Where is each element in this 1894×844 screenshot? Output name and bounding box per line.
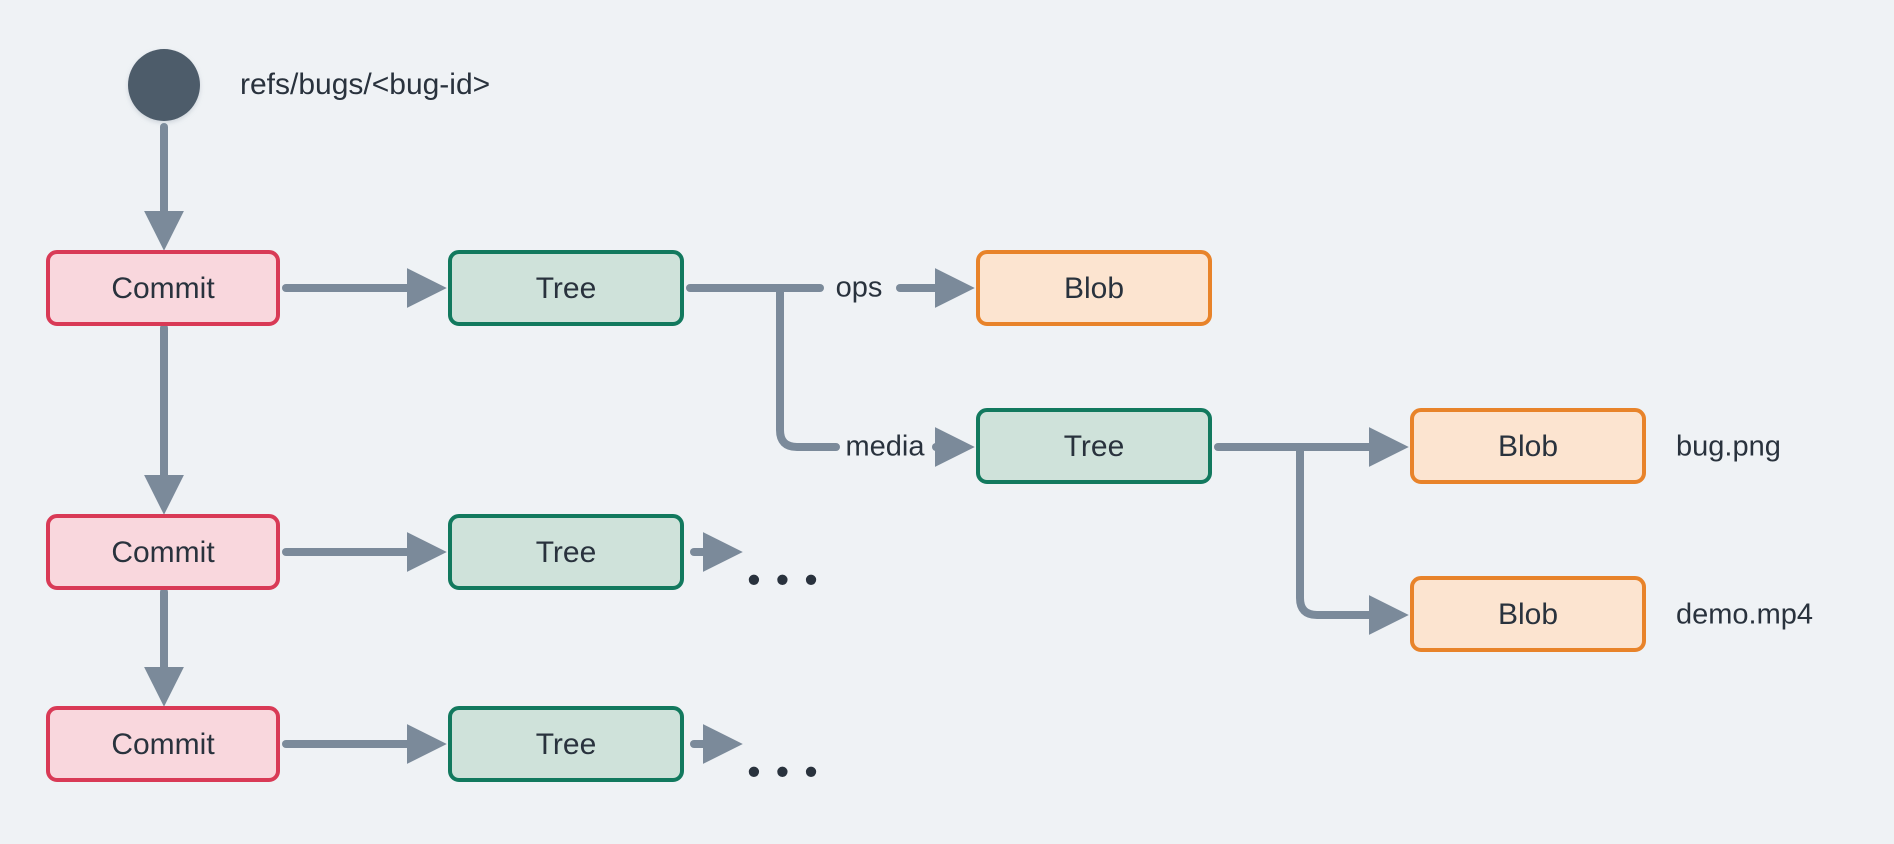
blob-bug-png-label: Blob	[1498, 430, 1558, 463]
blob-bug-png-filename: bug.png	[1676, 431, 1781, 463]
node-tree-2[interactable]: Tree	[448, 514, 684, 590]
ref-pointer-circle-icon[interactable]	[128, 49, 200, 121]
tree-3-box[interactable]	[448, 706, 684, 782]
node-blob-demo-mp4[interactable]: Blob	[1410, 576, 1646, 652]
blob-ops-box[interactable]	[976, 250, 1212, 326]
node-tree-3[interactable]: Tree	[448, 706, 684, 782]
tree-1-box[interactable]	[448, 250, 684, 326]
commit-3-label: Commit	[111, 728, 215, 761]
tree-media-box[interactable]	[976, 408, 1212, 484]
node-commit-3[interactable]: Commit	[46, 706, 280, 782]
node-blob-ops[interactable]: Blob	[976, 250, 1212, 326]
node-commit-2[interactable]: Commit	[46, 514, 280, 590]
node-blob-bug-png[interactable]: Blob	[1410, 408, 1646, 484]
ref-pointer-label: refs/bugs/<bug-id>	[240, 68, 490, 101]
edge-tree-1-branch-down-to-media	[776, 284, 840, 451]
node-tree-media[interactable]: Tree	[976, 408, 1212, 484]
node-commit-1[interactable]: Commit	[46, 250, 280, 326]
tree-media-label: Tree	[1064, 430, 1125, 463]
blob-demo-mp4-box[interactable]	[1410, 576, 1646, 652]
commit-1-box[interactable]	[46, 250, 280, 326]
edge-layer	[144, 123, 1409, 764]
edge-tree-media-to-blob-demo-mp4	[1296, 443, 1409, 635]
ellipsis-after-tree-3: • • •	[748, 751, 821, 792]
commit-1-label: Commit	[111, 272, 215, 305]
ref-pointer-node[interactable]	[128, 49, 200, 121]
tree-2-box[interactable]	[448, 514, 684, 590]
blob-bug-png-box[interactable]	[1410, 408, 1646, 484]
blob-demo-mp4-filename: demo.mp4	[1676, 599, 1813, 631]
node-tree-1[interactable]: Tree	[448, 250, 684, 326]
commit-3-box[interactable]	[46, 706, 280, 782]
edge-label-ops: ops	[836, 272, 883, 304]
tree-3-label: Tree	[536, 728, 597, 761]
commit-2-box[interactable]	[46, 514, 280, 590]
tree-2-label: Tree	[536, 536, 597, 569]
commit-2-label: Commit	[111, 536, 215, 569]
ellipsis-after-tree-2: • • •	[748, 559, 821, 600]
tree-1-label: Tree	[536, 272, 597, 305]
blob-demo-mp4-label: Blob	[1498, 598, 1558, 631]
edge-label-media: media	[846, 431, 926, 463]
node-layer: refs/bugs/<bug-id> Commit Commit Commit …	[46, 49, 1813, 792]
blob-ops-label: Blob	[1064, 272, 1124, 305]
